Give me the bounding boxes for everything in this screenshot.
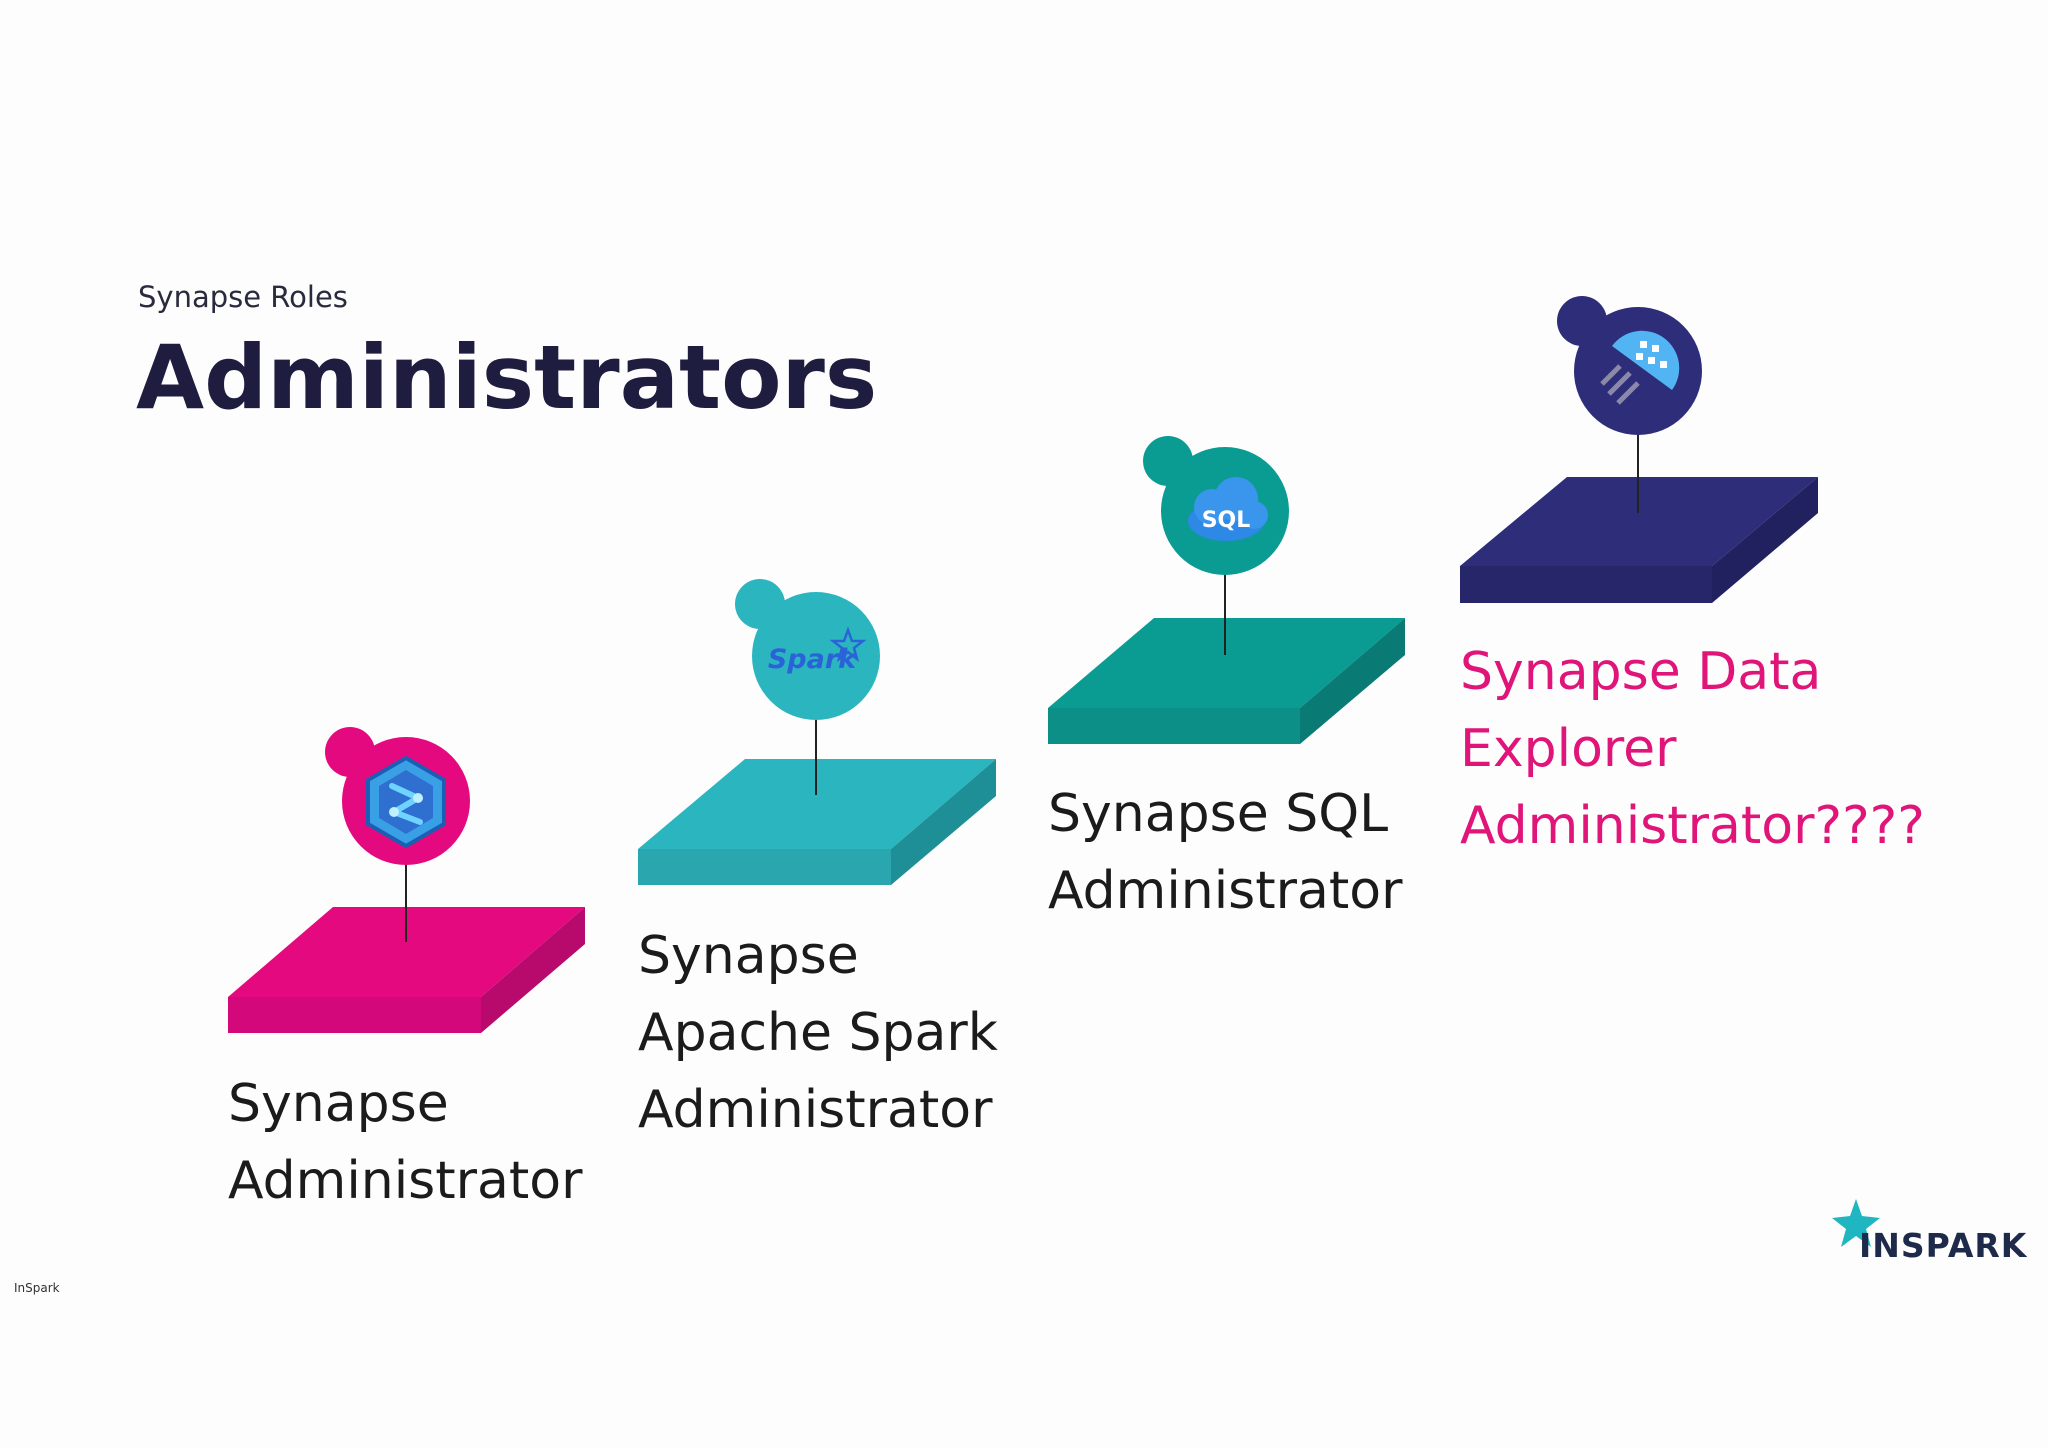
page-title: Administrators [136, 326, 878, 429]
star-icon [1832, 1199, 1880, 1247]
subtitle: Synapse Roles [138, 280, 348, 314]
label-synapse-administrator: Synapse Administrator [228, 1074, 583, 1211]
label-data-explorer-administrator: Synapse Data Explorer Administrator???? [1460, 642, 1925, 856]
synapse-icon [325, 727, 470, 865]
inspark-logo: INSPARK [1859, 1226, 2028, 1265]
label-sql-administrator: Synapse SQL Administrator [1048, 784, 1403, 921]
platform-synapse-administrator [228, 907, 585, 1033]
data-explorer-icon [1557, 296, 1702, 435]
sql-cloud-icon: SQL [1143, 436, 1289, 575]
platform-data-explorer-administrator [1460, 477, 1818, 603]
sql-icon-text: SQL [1202, 508, 1251, 533]
spark-icon: Spark [735, 579, 880, 720]
footer-text: InSpark [14, 1281, 60, 1295]
platform-spark-administrator [638, 759, 996, 885]
label-spark-administrator: Synapse Apache Spark Administrator [638, 926, 998, 1140]
platform-sql-administrator [1048, 618, 1405, 744]
spark-icon-text: Spark [768, 644, 858, 675]
